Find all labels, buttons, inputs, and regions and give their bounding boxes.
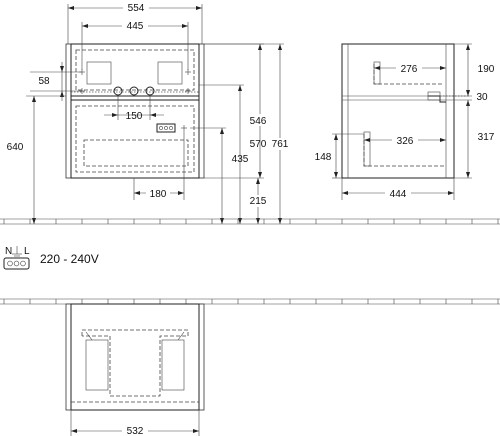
dim-148: 148 [315, 152, 332, 163]
voltage-label: 220 - 240V [40, 252, 99, 266]
plan-view: 532 [65, 303, 205, 436]
front-left-panel [65, 43, 72, 179]
dim-554: 554 [128, 3, 145, 14]
dim-546: 546 [250, 116, 267, 127]
siphon-right [145, 86, 155, 96]
dim-215: 215 [250, 196, 267, 207]
dim-640: 640 [7, 142, 24, 153]
wall-ticks-bottom [3, 299, 499, 304]
side-view: 276 326 444 190 30 317 [312, 43, 498, 200]
earth-icon [12, 246, 22, 259]
lower-drawer-inner [75, 105, 195, 173]
dim-180: 180 [150, 189, 167, 200]
front-right-panel [198, 43, 205, 179]
dim-761: 761 [272, 139, 289, 150]
front-view: 554 445 58 150 180 640 [4, 1, 290, 224]
side-carcass [341, 43, 455, 179]
plan-cutout [81, 329, 189, 397]
dim-317: 317 [478, 132, 495, 143]
dim-30: 30 [476, 92, 488, 103]
dim-326: 326 [397, 136, 414, 147]
siphon-left [113, 86, 123, 96]
wall-ticks-top [3, 219, 499, 224]
terminal-l-label: L [24, 246, 30, 257]
terminal-block [3, 257, 30, 270]
dim-445: 445 [127, 21, 144, 32]
siphon-center [129, 86, 139, 96]
terminal-n-label: N [5, 246, 12, 257]
dim-58: 58 [38, 76, 50, 87]
dim-444: 444 [390, 189, 407, 200]
wall-band-bottom [0, 298, 500, 305]
dim-276: 276 [401, 64, 418, 75]
plan-right-panel [198, 303, 205, 411]
upper-drawer-inner [75, 49, 195, 91]
dim-570: 570 [250, 139, 267, 150]
electrical-connector: N L 220 - 240V [3, 246, 99, 270]
dim-150: 150 [126, 111, 143, 122]
dim-532: 532 [127, 426, 144, 436]
front-carcass [70, 43, 200, 179]
dim-190: 190 [478, 64, 495, 75]
wall-band-top [0, 218, 500, 225]
plan-left-panel [65, 303, 72, 411]
power-socket [156, 123, 176, 133]
